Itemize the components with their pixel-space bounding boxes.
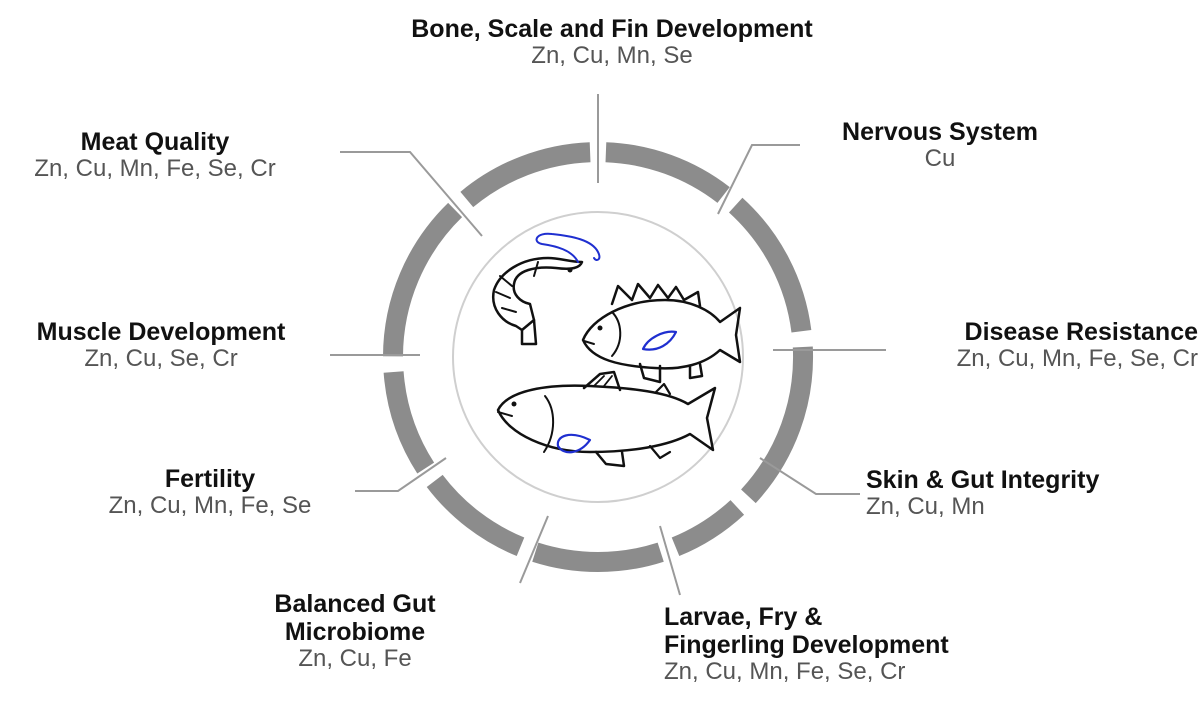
segment-title: Microbiome bbox=[250, 618, 460, 646]
segment-minerals: Zn, Cu, Mn bbox=[866, 494, 1166, 521]
segment-minerals: Zn, Cu, Mn, Fe, Se bbox=[70, 493, 350, 520]
segment-label-skin: Skin & Gut Integrity Zn, Cu, Mn bbox=[866, 466, 1166, 521]
leader-line-nervous bbox=[718, 145, 800, 214]
shrimp-icon bbox=[493, 234, 599, 344]
segment-label-gut: Balanced Gut Microbiome Zn, Cu, Fe bbox=[250, 590, 460, 673]
leader-lines bbox=[330, 94, 886, 595]
segment-title: Fertility bbox=[70, 465, 350, 493]
segment-minerals: Zn, Cu, Mn, Fe, Se, Cr bbox=[904, 346, 1198, 373]
segment-title: Fingerling Development bbox=[664, 631, 1024, 659]
perch-fish-icon bbox=[583, 284, 740, 382]
segment-title: Balanced Gut bbox=[250, 590, 460, 618]
segment-minerals: Zn, Cu, Mn, Fe, Se, Cr bbox=[664, 659, 1024, 686]
segment-title: Disease Resistance bbox=[904, 318, 1198, 346]
segment-minerals: Zn, Cu, Se, Cr bbox=[0, 346, 322, 373]
segment-minerals: Zn, Cu, Fe bbox=[250, 646, 460, 673]
ring-segment-meat bbox=[467, 152, 590, 199]
segment-label-disease: Disease Resistance Zn, Cu, Mn, Fe, Se, C… bbox=[904, 318, 1198, 373]
segment-label-muscle: Muscle Development Zn, Cu, Se, Cr bbox=[0, 318, 322, 373]
ring-segment-muscle bbox=[393, 210, 455, 356]
segment-title: Skin & Gut Integrity bbox=[866, 466, 1166, 494]
segment-label-bone: Bone, Scale and Fin Development Zn, Cu, … bbox=[366, 15, 858, 70]
ring-segment-larvae bbox=[535, 552, 660, 562]
segment-label-fertility: Fertility Zn, Cu, Mn, Fe, Se bbox=[70, 465, 350, 520]
segment-title: Meat Quality bbox=[0, 128, 310, 156]
ring-segment-gut bbox=[435, 481, 521, 547]
ring-segment-fertility bbox=[394, 372, 426, 468]
ring-segment-skin bbox=[676, 507, 738, 546]
ring-segment-bone bbox=[606, 152, 724, 195]
segment-label-larvae: Larvae, Fry & Fingerling Development Zn,… bbox=[664, 603, 1024, 686]
leader-line-meat bbox=[340, 152, 482, 236]
trout-fish-icon bbox=[498, 372, 715, 466]
segment-label-nervous: Nervous System Cu bbox=[820, 118, 1060, 173]
segment-title: Muscle Development bbox=[0, 318, 322, 346]
segment-minerals: Zn, Cu, Mn, Se bbox=[366, 43, 858, 70]
segment-title: Bone, Scale and Fin Development bbox=[366, 15, 858, 43]
ring-segment-nervous bbox=[736, 205, 802, 331]
segment-minerals: Zn, Cu, Mn, Fe, Se, Cr bbox=[0, 156, 310, 183]
segment-title: Nervous System bbox=[820, 118, 1060, 146]
ring-segment-disease bbox=[748, 347, 803, 496]
segment-title: Larvae, Fry & bbox=[664, 603, 1024, 631]
segment-label-meat: Meat Quality Zn, Cu, Mn, Fe, Se, Cr bbox=[0, 128, 310, 183]
segment-minerals: Cu bbox=[820, 146, 1060, 173]
